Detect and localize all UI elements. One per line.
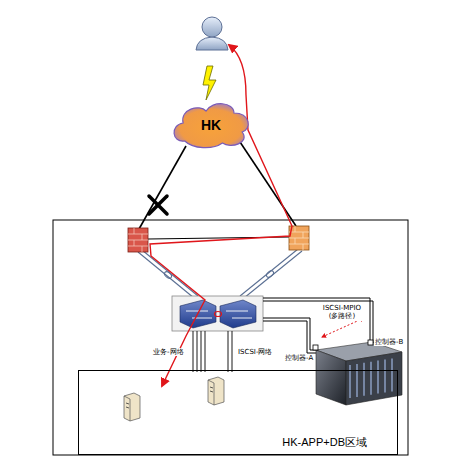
datacenter-boundary bbox=[53, 220, 408, 455]
firewall bbox=[128, 228, 148, 252]
access-link bbox=[228, 331, 229, 372]
access-link bbox=[205, 331, 206, 372]
uplink bbox=[265, 270, 274, 279]
failure-mark bbox=[149, 196, 167, 214]
storage-array bbox=[346, 352, 402, 405]
storage-link bbox=[263, 301, 373, 343]
storage-array bbox=[350, 358, 392, 398]
zone-label: HK-APP+DB区域 bbox=[280, 435, 369, 450]
access-link bbox=[232, 331, 233, 372]
network-label: ISCSI-网络 bbox=[237, 348, 273, 356]
failure-mark bbox=[149, 196, 167, 214]
server bbox=[124, 393, 140, 421]
core-switch bbox=[172, 296, 263, 331]
access-link bbox=[193, 331, 232, 372]
traffic-path bbox=[150, 45, 292, 386]
firewall bbox=[289, 226, 309, 250]
access-link bbox=[201, 331, 202, 372]
firewall bbox=[289, 226, 309, 250]
core-switch bbox=[220, 300, 256, 328]
cloud-node: HK bbox=[170, 100, 252, 150]
core-switch bbox=[215, 312, 222, 317]
controller-label: 控制器-B bbox=[374, 338, 404, 346]
server bbox=[124, 396, 130, 421]
storage-array bbox=[370, 362, 371, 395]
uplink bbox=[138, 249, 302, 298]
firewall bbox=[128, 228, 148, 252]
access-link bbox=[197, 331, 198, 372]
server bbox=[124, 393, 140, 421]
failure-mark bbox=[149, 196, 167, 214]
storage-array bbox=[313, 340, 402, 405]
storage-array bbox=[363, 363, 364, 396]
storage-array bbox=[391, 358, 392, 391]
link-label: ISCSI-MPIO (多路径) bbox=[318, 304, 366, 321]
storage-array bbox=[384, 360, 385, 393]
user-icon bbox=[202, 17, 222, 37]
cloud-label: HK bbox=[201, 117, 221, 133]
server bbox=[208, 377, 224, 405]
server bbox=[210, 387, 213, 392]
user-icon bbox=[196, 17, 228, 50]
zone-box: HK-APP+DB区域 bbox=[78, 370, 398, 455]
storage-array bbox=[313, 345, 318, 350]
storage-link bbox=[263, 318, 316, 350]
core-switch bbox=[172, 296, 263, 331]
storage-array bbox=[377, 361, 378, 394]
lightning-bolt bbox=[203, 66, 216, 100]
network-label: 业务-网络 bbox=[152, 348, 185, 356]
server bbox=[126, 403, 129, 408]
access-link bbox=[193, 331, 194, 372]
firewall bbox=[289, 226, 309, 250]
server bbox=[208, 377, 224, 405]
user-icon bbox=[196, 37, 228, 50]
firewall bbox=[128, 228, 148, 252]
cloud-outline bbox=[174, 104, 248, 148]
storage-array bbox=[316, 350, 346, 405]
wan-link bbox=[139, 146, 186, 229]
uplink bbox=[244, 251, 302, 298]
uplink bbox=[142, 250, 198, 296]
storage-array bbox=[368, 340, 373, 345]
storage-array bbox=[356, 364, 357, 397]
wan-link bbox=[240, 142, 296, 226]
controller-label: 控制器-A bbox=[284, 354, 314, 362]
uplink bbox=[138, 252, 194, 298]
server bbox=[208, 380, 214, 405]
mpio-arrow bbox=[322, 318, 364, 337]
uplink bbox=[240, 249, 298, 296]
